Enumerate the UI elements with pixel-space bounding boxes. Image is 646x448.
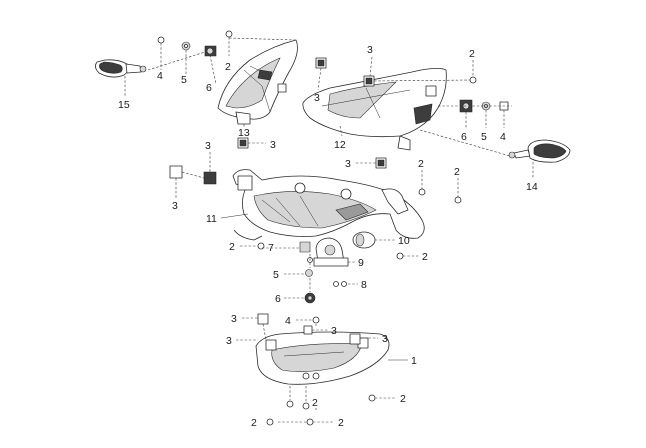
callout-4: 4 [285, 315, 291, 327]
callout-14: 14 [526, 181, 538, 193]
callout-7: 7 [268, 242, 274, 254]
callout-6: 6 [275, 293, 281, 305]
front-cowl [232, 169, 425, 241]
callout-3: 3 [331, 325, 337, 337]
callout-2: 2 [312, 397, 318, 409]
callout-2: 2 [422, 251, 428, 263]
bracket [313, 237, 349, 267]
callout-10: 10 [398, 235, 410, 247]
callout-4: 4 [500, 131, 506, 143]
callout-2: 2 [454, 166, 460, 178]
callout-12: 12 [334, 139, 346, 151]
hardware-mid [169, 137, 462, 304]
callout-13: 13 [238, 127, 250, 139]
callout-2: 2 [400, 393, 406, 405]
callout-3: 3 [367, 44, 373, 56]
left-turn-signal [95, 59, 147, 78]
callout-3: 3 [205, 140, 211, 152]
lower-cover [255, 331, 390, 385]
callout-5: 5 [181, 74, 187, 86]
callout-15: 15 [118, 99, 130, 111]
hardware-upper-left [157, 30, 327, 69]
callout-2: 2 [338, 417, 344, 429]
callout-4: 4 [157, 70, 163, 82]
right-turn-signal [508, 139, 571, 163]
callout-3: 3 [382, 333, 388, 345]
callout-11: 11 [206, 213, 217, 225]
callout-3: 3 [231, 313, 237, 325]
callout-labels: 4 5 2 6 15 3 13 3 3 2 6 5 4 12 14 3 3 3 … [118, 44, 538, 429]
callout-3: 3 [172, 200, 178, 212]
callout-3: 3 [314, 92, 320, 104]
left-upper-cover [217, 39, 298, 125]
rubber-bushing [352, 231, 376, 249]
callout-6: 6 [206, 82, 212, 94]
callout-6: 6 [461, 131, 467, 143]
callout-2: 2 [469, 48, 475, 60]
callout-3: 3 [345, 158, 351, 170]
callout-2: 2 [251, 417, 257, 429]
callout-8: 8 [361, 279, 367, 291]
callout-2: 2 [418, 158, 424, 170]
callout-1: 1 [411, 355, 417, 367]
hardware-lower [257, 313, 376, 426]
callout-2: 2 [229, 241, 235, 253]
callout-5: 5 [481, 131, 487, 143]
callout-3: 3 [226, 335, 232, 347]
right-upper-cover [302, 68, 447, 151]
leader-lines [124, 37, 534, 423]
callout-3: 3 [270, 139, 276, 151]
callout-5: 5 [273, 269, 279, 281]
callout-2: 2 [225, 61, 231, 73]
callout-9: 9 [358, 257, 364, 269]
